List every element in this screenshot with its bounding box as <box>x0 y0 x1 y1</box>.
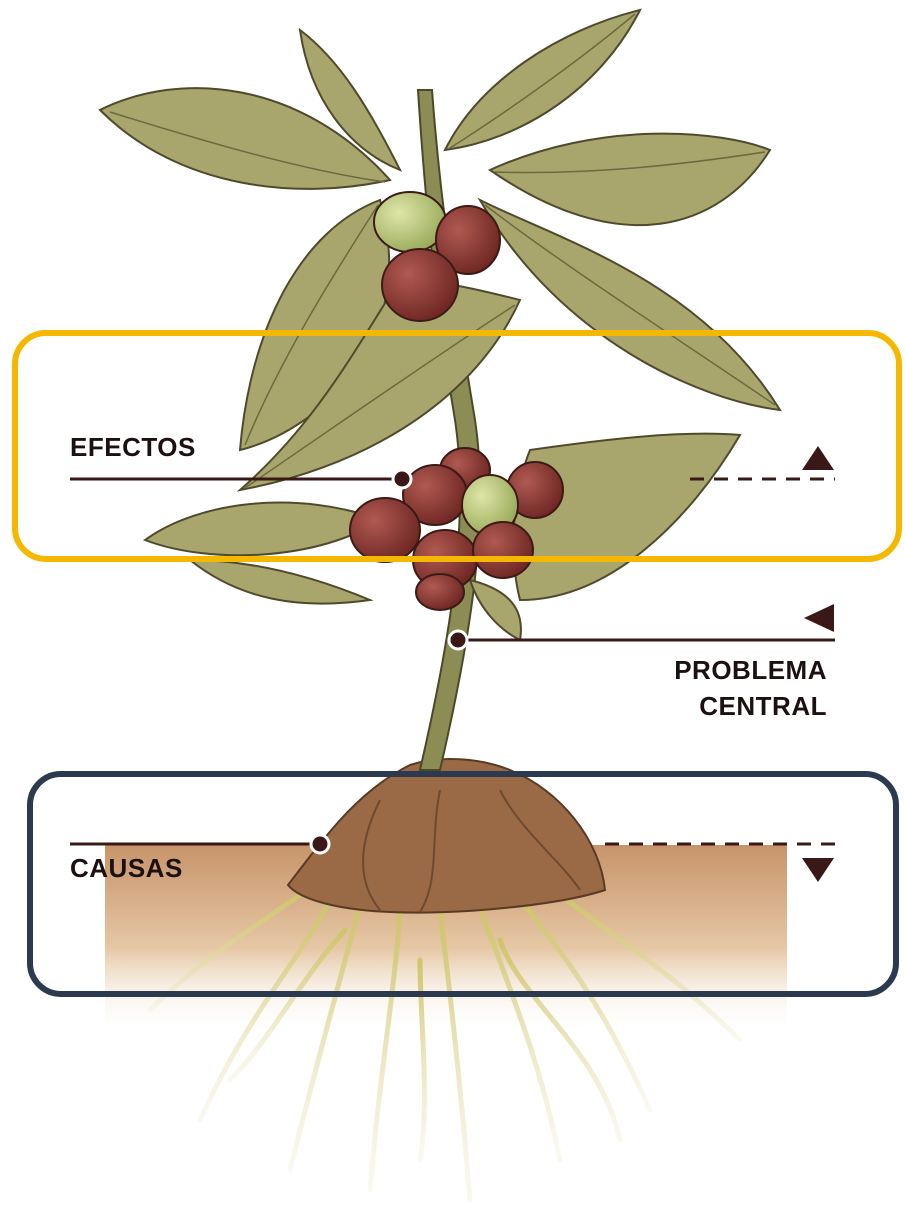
triangle-left-icon <box>804 604 834 632</box>
central-problem-marker-dot <box>449 631 467 649</box>
causes-highlight-box <box>27 771 899 997</box>
central-problem-label-line2: CENTRAL <box>674 688 827 724</box>
effects-highlight-box <box>12 330 902 562</box>
central-problem-label: PROBLEMA CENTRAL <box>674 652 827 724</box>
central-problem-label-line1: PROBLEMA <box>674 652 827 688</box>
